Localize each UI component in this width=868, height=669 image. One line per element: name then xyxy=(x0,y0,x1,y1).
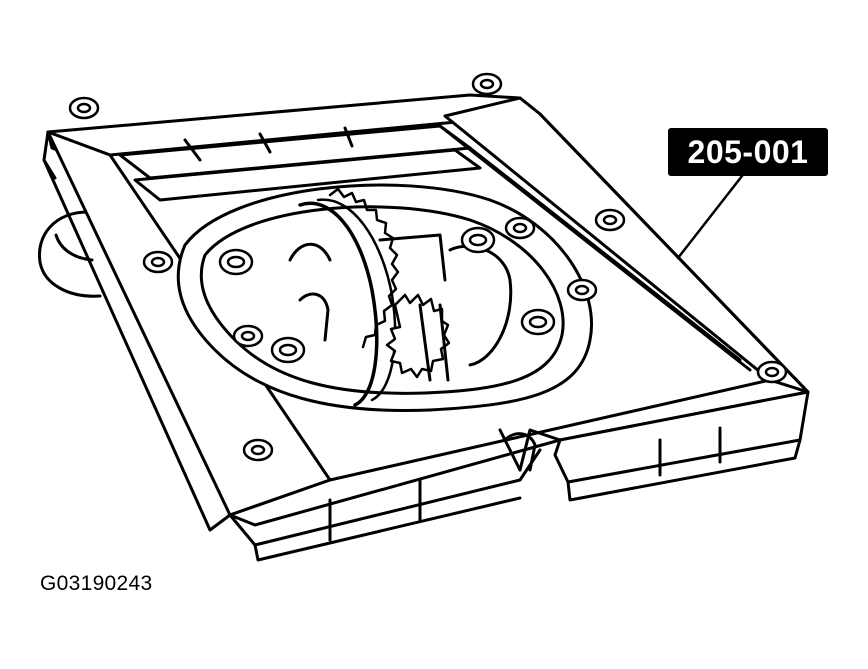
bearing-cap-bulge xyxy=(37,210,102,298)
callout-leader-line xyxy=(676,174,744,260)
ring-gear xyxy=(298,187,400,407)
pinion-gear xyxy=(385,293,451,382)
base-plates xyxy=(228,390,810,562)
figure-id-text: G03190243 xyxy=(40,572,153,595)
tool-number-text: 205-001 xyxy=(687,133,809,170)
fixture-frame xyxy=(42,93,810,532)
callout-label: 205-001 xyxy=(668,128,828,176)
bolt-heads xyxy=(68,72,788,462)
inner-cross-members xyxy=(118,124,752,372)
